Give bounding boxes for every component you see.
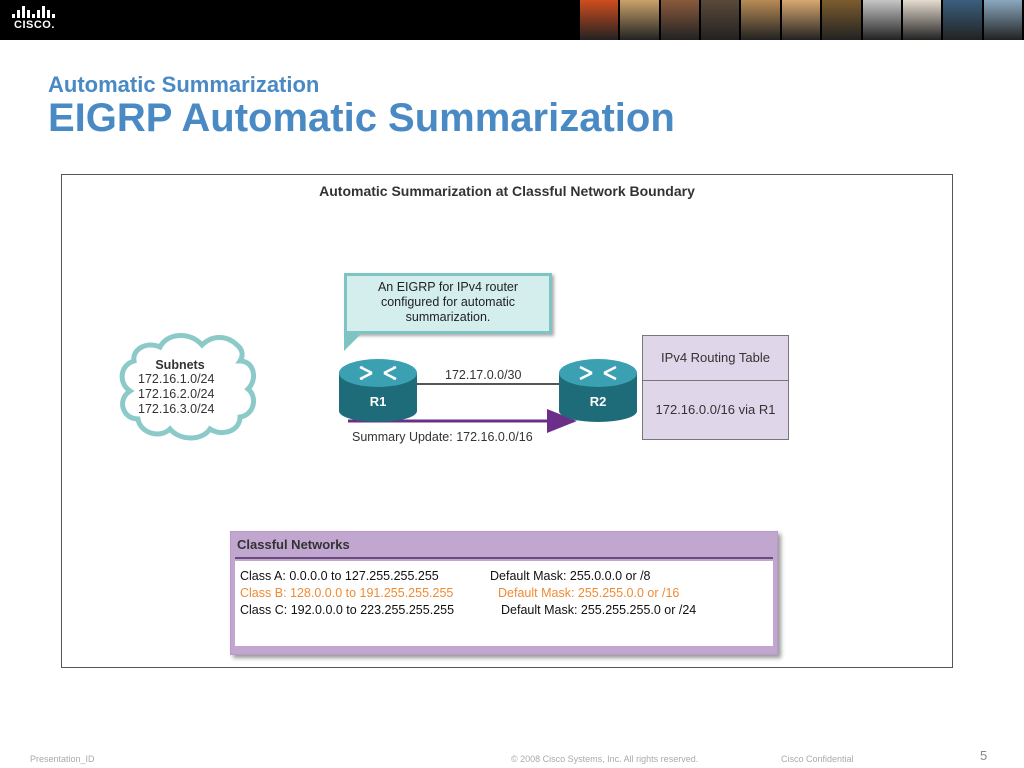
header-photo-tile	[660, 0, 700, 40]
cloud-subnet-2: 172.16.2.0/24	[138, 387, 215, 401]
class-a-range: Class A: 0.0.0.0 to 127.255.255.255	[240, 569, 439, 583]
classful-title: Classful Networks	[237, 537, 350, 552]
footer-presentation-id: Presentation_ID	[30, 754, 95, 764]
callout-pointer-icon	[344, 333, 362, 351]
header-photo-tile	[580, 0, 619, 40]
router-r2-icon	[559, 359, 637, 422]
router-r1-icon	[339, 359, 417, 422]
header-photo-tile	[902, 0, 942, 40]
routing-table: IPv4 Routing Table 172.16.0.0/16 via R1	[642, 335, 789, 440]
callout-line-2: configured for automatic	[380, 295, 516, 309]
cloud-subnet-3: 172.16.3.0/24	[138, 402, 215, 416]
header-photo-strip	[580, 0, 1024, 40]
callout-line-3: summarization.	[405, 310, 491, 324]
header-photo-tile	[701, 0, 740, 40]
callout-line-1: An EIGRP for IPv4 router	[377, 280, 519, 294]
cisco-logo-text: CISCO.	[14, 19, 55, 31]
class-a-row: Class A: 0.0.0.0 to 127.255.255.255 Defa…	[240, 569, 651, 583]
class-b-row: Class B: 128.0.0.0 to 191.255.255.255 De…	[240, 586, 679, 600]
routing-table-entry: 172.16.0.0/16 via R1	[655, 402, 776, 417]
header-photo-tile	[862, 0, 901, 40]
router-r2-label: R2	[590, 394, 607, 409]
class-b-mask: Default Mask: 255.255.0.0 or /16	[498, 586, 680, 600]
cloud-subnet-1: 172.16.1.0/24	[138, 372, 215, 386]
footer-confidential: Cisco Confidential	[781, 754, 854, 764]
class-c-row: Class C: 192.0.0.0 to 223.255.255.255 De…	[240, 603, 696, 617]
routing-table-header: IPv4 Routing Table	[643, 336, 788, 381]
link-network-label: 172.17.0.0/30	[445, 368, 522, 382]
subnet-cloud-icon	[119, 333, 257, 441]
slide-subtitle: Automatic Summarization	[48, 72, 320, 97]
page-number: 5	[980, 748, 988, 763]
class-c-mask: Default Mask: 255.255.255.0 or /24	[501, 603, 697, 617]
router-r1-label: R1	[370, 394, 387, 409]
summary-update-label: Summary Update: 172.16.0.0/16	[352, 430, 533, 444]
footer-copyright: © 2008 Cisco Systems, Inc. All rights re…	[511, 754, 699, 764]
diagram-title: Automatic Summarization at Classful Netw…	[319, 183, 695, 199]
diagram-frame: Automatic Summarization at Classful Netw…	[61, 174, 953, 668]
header-photo-tile	[620, 0, 659, 40]
header-photo-tile	[943, 0, 982, 40]
cloud-heading: Subnets	[155, 358, 204, 372]
class-b-range: Class B: 128.0.0.0 to 191.255.255.255	[240, 586, 454, 600]
header-photo-tile	[781, 0, 821, 40]
header-banner: CISCO.	[0, 0, 1024, 40]
classful-divider	[235, 557, 773, 559]
header-photo-tile	[983, 0, 1022, 40]
cisco-logo: CISCO.	[12, 6, 72, 36]
class-c-range: Class C: 192.0.0.0 to 223.255.255.255	[240, 603, 455, 617]
header-photo-tile	[822, 0, 861, 40]
classful-body: Class A: 0.0.0.0 to 127.255.255.255 Defa…	[235, 561, 773, 646]
callout-box: An EIGRP for IPv4 router configured for …	[344, 273, 552, 351]
topology-drawing: R1 R2 172.17.0.0/30 Summary Update: 172.…	[119, 333, 637, 444]
slide-title: EIGRP Automatic Summarization	[48, 96, 675, 140]
header-photo-tile	[741, 0, 780, 40]
class-a-mask: Default Mask: 255.0.0.0 or /8	[490, 569, 651, 583]
classful-networks-panel: Classful Networks Class A: 0.0.0.0 to 12…	[230, 531, 778, 655]
